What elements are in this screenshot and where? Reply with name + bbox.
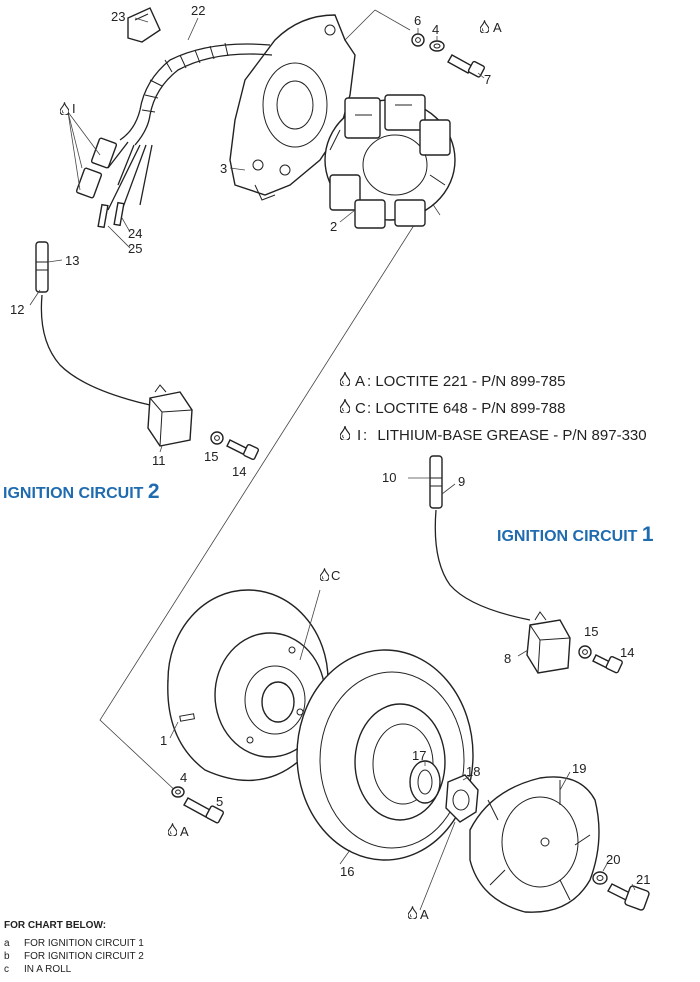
washer-20 xyxy=(592,871,608,885)
drop-icon xyxy=(60,102,69,115)
note-text: FOR IGNITION CIRCUIT 1 xyxy=(24,938,144,949)
callout-7: 7 xyxy=(484,72,491,87)
trigger-coil-2 xyxy=(35,241,193,447)
starter-cup xyxy=(469,776,600,913)
screw-14-circuit1 xyxy=(592,654,623,674)
legend-text-i: : LITHIUM-BASE GREASE - P/N 897-330 xyxy=(363,427,647,444)
washer-4-bottom xyxy=(171,786,185,798)
legend-symbol-c: C xyxy=(355,400,366,417)
callout-22: 22 xyxy=(191,3,205,18)
callout-9: 9 xyxy=(458,474,465,489)
legend-text-a: : LOCTITE 221 - P/N 899-785 xyxy=(367,373,565,390)
callout-14-circuit2: 14 xyxy=(232,464,246,479)
callout-1: 1 xyxy=(160,733,167,748)
svg-text:IGNITION CIRCUIT 2: IGNITION CIRCUIT 2 xyxy=(3,480,160,503)
callout-21: 21 xyxy=(636,872,650,887)
callout-4-bottom: 4 xyxy=(180,770,187,785)
screw-14-circuit2 xyxy=(226,439,260,461)
trigger-coil-1 xyxy=(429,455,571,674)
callout-15-circuit2: 15 xyxy=(204,449,218,464)
drop-icon xyxy=(408,906,417,919)
mark-nut-a: A xyxy=(420,907,429,922)
notes-title: FOR CHART BELOW: xyxy=(4,920,107,931)
legend-symbol-i: I xyxy=(357,427,361,444)
callout-19: 19 xyxy=(572,761,586,776)
legend-symbol-a: A xyxy=(355,373,365,390)
note-text: IN A ROLL xyxy=(24,964,72,975)
screw-7 xyxy=(447,54,485,78)
lubricant-marks: A I C A A xyxy=(60,20,502,922)
mark-bolt5-a: A xyxy=(180,824,189,839)
chart-notes: FOR CHART BELOW: a FOR IGNITION CIRCUIT … xyxy=(4,920,304,976)
note-row: b FOR IGNITION CIRCUIT 2 xyxy=(4,950,304,963)
washer-15-circuit1 xyxy=(578,645,592,659)
callout-25: 25 xyxy=(128,241,142,256)
mark-top-a: A xyxy=(493,20,502,35)
ring-gear xyxy=(296,649,474,861)
stator-plate xyxy=(229,14,356,201)
wire-harness xyxy=(75,42,273,229)
drop-icon xyxy=(340,426,350,440)
harness-boot xyxy=(127,7,161,43)
callout-6: 6 xyxy=(414,13,421,28)
note-row: a FOR IGNITION CIRCUIT 1 xyxy=(4,937,304,950)
callout-numbers: 23 22 6 4 7 3 2 24 25 13 12 11 15 14 10 … xyxy=(10,3,650,887)
legend: A : LOCTITE 221 - P/N 899-785 C : LOCTIT… xyxy=(340,372,647,444)
callout-14-circuit1: 14 xyxy=(620,645,634,660)
stator-coil-assembly xyxy=(324,94,456,229)
drop-icon xyxy=(480,20,489,33)
callout-15-circuit1: 15 xyxy=(584,624,598,639)
legend-text-c: : LOCTITE 648 - P/N 899-788 xyxy=(367,400,565,417)
washer-6 xyxy=(411,33,425,47)
note-key: a xyxy=(4,938,10,949)
circuit-2-title: IGNITION CIRCUIT 2 xyxy=(3,480,160,503)
drop-icon xyxy=(340,372,350,386)
callout-5: 5 xyxy=(216,794,223,809)
callout-4-top: 4 xyxy=(432,22,439,37)
note-text: FOR IGNITION CIRCUIT 2 xyxy=(24,951,144,962)
callout-12: 12 xyxy=(10,302,24,317)
svg-text:IGNITION CIRCUIT 1: IGNITION CIRCUIT 1 xyxy=(497,523,654,546)
note-key: b xyxy=(4,951,10,962)
callout-3: 3 xyxy=(220,161,227,176)
bolt-21 xyxy=(607,883,650,911)
note-key: c xyxy=(4,964,9,975)
callout-2: 2 xyxy=(330,219,337,234)
drop-icon xyxy=(168,823,177,836)
circuit-1-title: IGNITION CIRCUIT 1 xyxy=(497,523,654,546)
flywheel xyxy=(167,589,329,782)
callout-11: 11 xyxy=(152,453,166,468)
callout-13: 13 xyxy=(65,253,79,268)
note-row: c IN A ROLL xyxy=(4,963,304,976)
washer-15-circuit2 xyxy=(210,431,224,445)
callout-23: 23 xyxy=(111,9,125,24)
drop-icon xyxy=(320,568,329,581)
callout-8: 8 xyxy=(504,651,511,666)
callout-10: 10 xyxy=(382,470,396,485)
callout-leaders xyxy=(29,17,636,911)
washer-17 xyxy=(409,760,441,804)
callout-20: 20 xyxy=(606,852,620,867)
drop-icon xyxy=(340,399,350,413)
callout-18: 18 xyxy=(466,764,480,779)
mark-flywheel-c: C xyxy=(331,568,340,583)
callout-17: 17 xyxy=(412,748,426,763)
washer-4-top xyxy=(429,40,445,52)
callout-24: 24 xyxy=(128,226,142,241)
callout-16: 16 xyxy=(340,864,354,879)
nut-18 xyxy=(445,774,479,823)
mark-top-i: I xyxy=(72,101,76,116)
screw-5 xyxy=(183,797,224,824)
